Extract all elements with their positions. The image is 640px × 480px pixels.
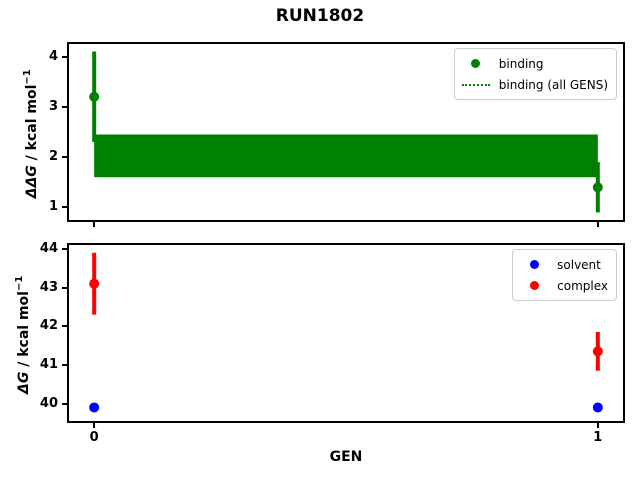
bottom-y-axis-label: ΔG / kcal mol−1 (11, 225, 33, 445)
y-tick-label: 4 (48, 48, 58, 64)
complex-marker-icon (529, 281, 539, 290)
x-tick-label: 1 (593, 430, 603, 445)
y-tick (62, 156, 67, 159)
x-tick-label: 0 (89, 430, 99, 445)
dotted-line-icon (461, 83, 490, 86)
y-tick-label: 40 (39, 395, 58, 411)
top-y-axis-label-symbol: ΔΔG (23, 165, 40, 199)
solvent-marker-icon (529, 260, 539, 269)
legend-label-solvent: solvent (557, 257, 601, 272)
legend-label-binding-all-gens: binding (all GENS) (498, 77, 608, 92)
data-point-binding-0 (89, 91, 100, 102)
top-plot-canvas (89, 51, 603, 213)
top-plot-area: binding binding (all GENS) (67, 42, 625, 222)
y-tick (62, 247, 67, 250)
data-point-complex-1 (592, 346, 603, 357)
legend-handle (461, 59, 491, 68)
y-tick (62, 325, 67, 328)
legend-label-complex: complex (557, 278, 608, 293)
x-tick (93, 423, 96, 428)
y-tick-label: 43 (39, 279, 58, 295)
y-tick-label: 41 (39, 356, 58, 372)
y-tick-label: 2 (48, 149, 58, 165)
y-tick-label: 3 (48, 98, 58, 114)
top-legend: binding binding (all GENS) (453, 48, 617, 100)
top-y-axis-label-exponent: −1 (22, 69, 34, 85)
x-tick (93, 222, 96, 227)
legend-item-solvent: solvent (519, 254, 608, 275)
y-tick-label: 44 (39, 240, 58, 256)
figure-title: RUN1802 (275, 6, 365, 26)
legend-item-complex: complex (519, 275, 608, 296)
y-tick (62, 105, 67, 108)
bottom-y-axis-label-symbol: ΔG (15, 371, 32, 394)
data-point-solvent-0 (89, 402, 100, 413)
band-binding-all-gens- (94, 134, 598, 178)
y-tick-label: 42 (39, 318, 58, 334)
y-tick-label: 1 (48, 199, 58, 215)
data-point-complex-0 (89, 278, 100, 289)
y-tick (62, 402, 67, 405)
bottom-plot-area: solvent complex (67, 243, 625, 423)
x-tick (596, 222, 599, 227)
bottom-legend: solvent complex (512, 249, 617, 301)
legend-handle (519, 260, 549, 269)
bottom-plot-canvas (89, 252, 603, 413)
y-tick (62, 363, 67, 366)
x-tick (596, 423, 599, 428)
legend-label-binding: binding (498, 56, 544, 71)
y-tick (62, 206, 67, 209)
x-axis-label: GEN (329, 449, 363, 465)
y-tick (62, 286, 67, 289)
data-point-binding-1 (592, 182, 603, 193)
legend-handle (461, 83, 491, 86)
binding-marker-icon (471, 59, 481, 68)
y-tick (62, 55, 67, 58)
data-point-solvent-1 (592, 402, 603, 413)
legend-handle (519, 281, 549, 290)
legend-item-binding: binding (461, 53, 608, 74)
legend-item-binding-all-gens: binding (all GENS) (461, 74, 608, 95)
